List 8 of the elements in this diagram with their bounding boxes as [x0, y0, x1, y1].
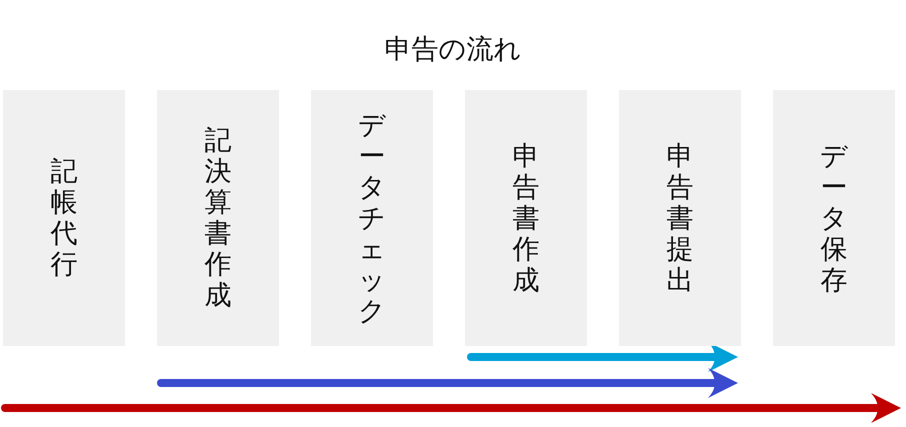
step-label: データ保存 — [819, 140, 849, 296]
step-label: 申告書提出 — [666, 140, 694, 296]
step-label: 記決算書作成 — [204, 125, 232, 311]
step-label: 記帳代行 — [50, 156, 78, 280]
diagram-title: 申告の流れ — [384, 33, 522, 67]
step-box — [619, 90, 741, 346]
step-label: データチェック — [357, 110, 387, 326]
step-label: 申告書作成 — [512, 140, 540, 296]
